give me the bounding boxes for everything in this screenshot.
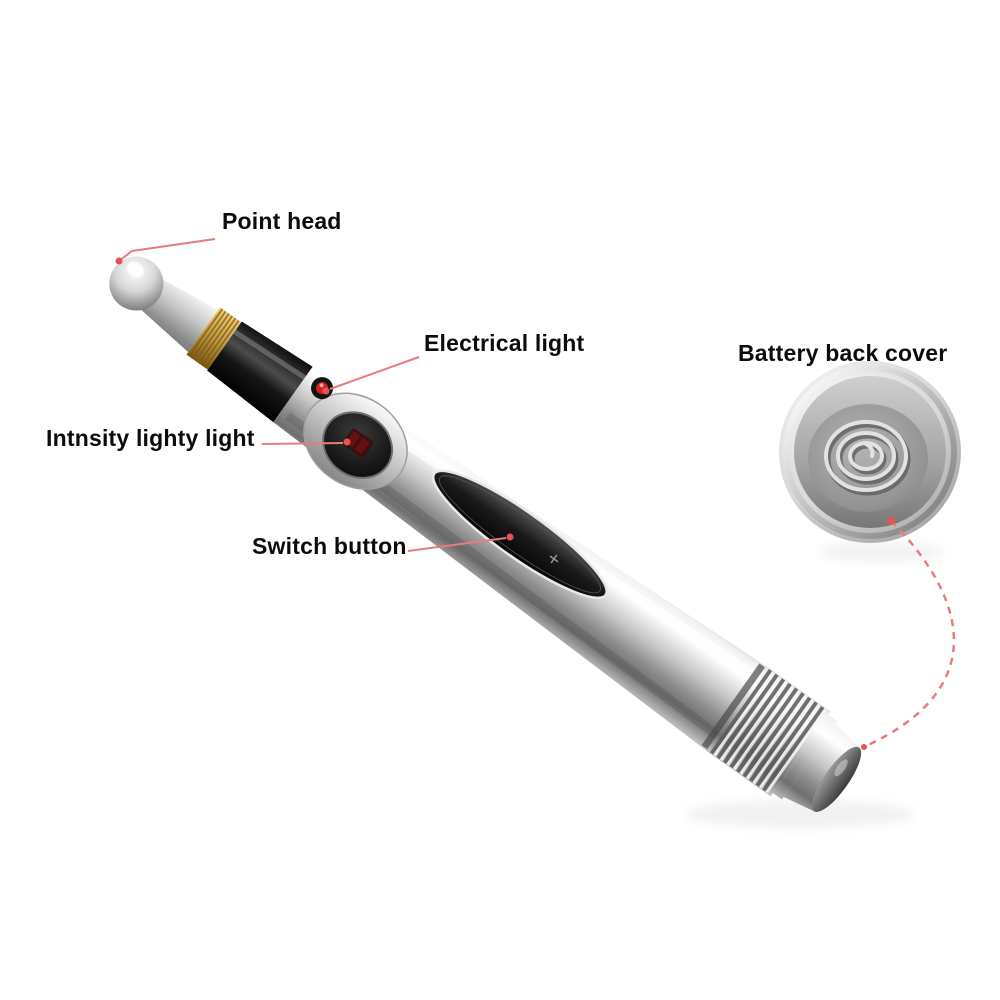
led-glint (319, 383, 324, 388)
connector-dot-end (861, 744, 867, 750)
thread-section (706, 665, 831, 797)
label-intensity-light: Intnsity lighty light (46, 425, 255, 451)
leader-point-head (115, 238, 216, 265)
leader-switch-button (407, 533, 514, 552)
black-taper-highlight (233, 329, 307, 380)
switch-button (431, 469, 608, 600)
body-bottom-streak (285, 412, 721, 740)
battery-cover-connector-line (865, 520, 956, 748)
cover-rim (783, 365, 957, 539)
label-battery-back-cover: Battery back cover (738, 340, 948, 366)
battery-back-cover (779, 361, 961, 543)
switch-button-inner-edge (438, 475, 602, 594)
black-taper (207, 321, 313, 423)
point-head-highlight (126, 261, 144, 278)
gold-collar (186, 307, 242, 370)
display-digits (342, 428, 374, 458)
label-switch-button: Switch button (252, 533, 407, 559)
label-electrical-light: Electrical light (424, 330, 585, 356)
thread-groove (701, 663, 766, 750)
battery-spring (824, 420, 911, 496)
leader-electrical-light (322, 356, 420, 395)
connector-dot-start (887, 517, 895, 525)
display-digit-segment (354, 437, 370, 454)
leader-intensity-light (261, 438, 351, 446)
end-cap (772, 714, 862, 812)
battery-cover-shadow (820, 542, 944, 562)
pen: + (109, 256, 862, 812)
point-head-ball (109, 256, 164, 311)
label-point-head: Point head (222, 208, 342, 234)
pen-shadow (685, 800, 915, 828)
